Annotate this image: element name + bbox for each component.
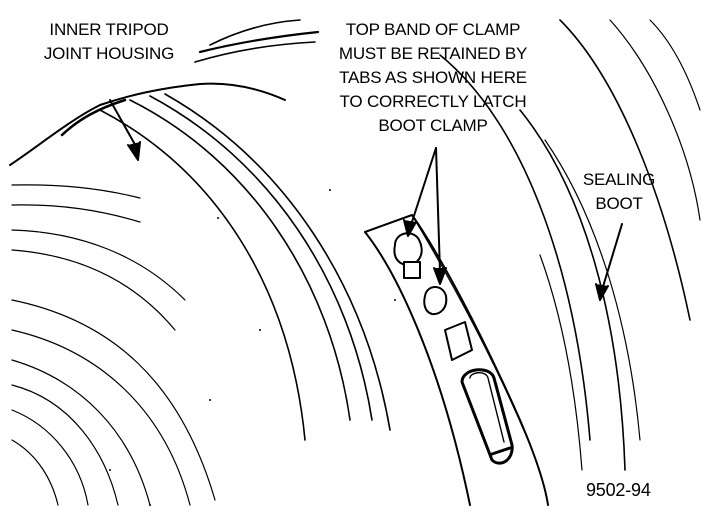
label-line: SEALING	[582, 170, 656, 189]
clamp-band	[365, 215, 548, 505]
clamp-tabs	[394, 233, 472, 360]
label-line: BOOT CLAMP	[378, 116, 488, 135]
label-line: INNER TRIPOD	[49, 20, 169, 39]
arrow-housing	[110, 100, 138, 150]
arrowhead-tab-lower	[434, 268, 446, 284]
clamp-tab-lower	[424, 287, 446, 314]
label-top-band-of-clamp: TOP BAND OF CLAMP MUST BE RETAINED BY TA…	[300, 18, 566, 138]
clamp-tab-upper	[394, 233, 421, 265]
label-sealing-boot: SEALING BOOT	[560, 168, 678, 216]
boot-lines	[440, 20, 700, 470]
arrowhead-housing	[128, 142, 140, 160]
arrowhead-boot	[596, 284, 608, 300]
clamp-tab-square	[404, 262, 420, 278]
arrowhead-tab-upper	[404, 220, 416, 236]
label-line: MUST BE RETAINED BY	[338, 44, 528, 63]
label-line: JOINT HOUSING	[43, 44, 175, 63]
housing-rings	[12, 94, 390, 505]
figure-number: 9502-94	[586, 480, 651, 500]
label-line: TOP BAND OF CLAMP	[345, 20, 521, 39]
housing-outline	[10, 20, 318, 165]
label-line: BOOT	[595, 194, 643, 213]
clamp-latch	[462, 370, 512, 463]
label-line: TO CORRECTLY LATCH	[339, 92, 527, 111]
print-speckle	[109, 189, 601, 506]
label-line: TABS AS SHOWN HERE	[339, 68, 527, 87]
arrow-boot	[602, 224, 622, 290]
leader-arrows	[110, 100, 622, 300]
arrow-tab-upper	[410, 148, 436, 228]
clamp-window	[445, 322, 472, 360]
arrow-tab-lower	[436, 148, 440, 272]
label-inner-tripod-joint-housing: INNER TRIPOD JOINT HOUSING	[14, 18, 204, 66]
